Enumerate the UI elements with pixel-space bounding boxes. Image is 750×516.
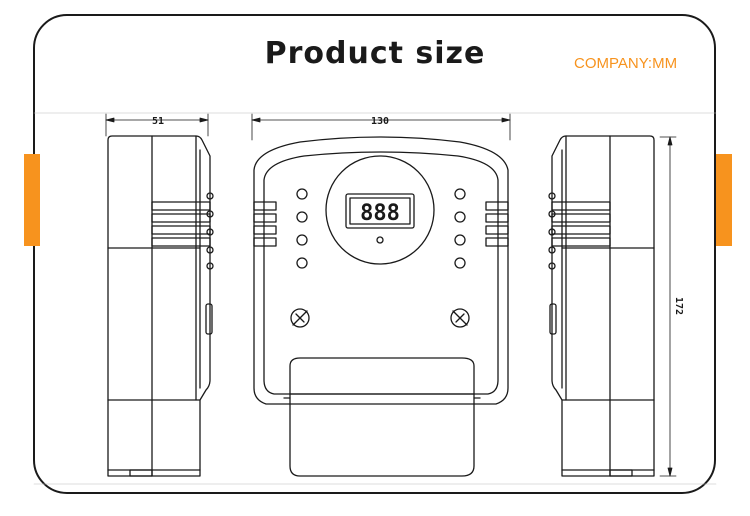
depth-dimension [105,113,209,137]
depth-label: 51 [152,116,164,127]
frame-border [33,14,716,494]
page-title: Product size [264,36,486,71]
height-dimension [659,136,677,477]
display-digits: 888 [360,201,400,226]
width-dimension [251,113,511,141]
left-accent-tab [24,154,40,246]
width-label: 130 [371,116,389,127]
right-accent-tab [716,154,732,246]
right-side-view [548,135,655,477]
left-side-view [107,135,214,477]
height-label: 172 [673,297,684,315]
front-view [253,136,509,477]
guide-lines [33,112,717,485]
company-label: COMPANY:MM [574,55,678,72]
